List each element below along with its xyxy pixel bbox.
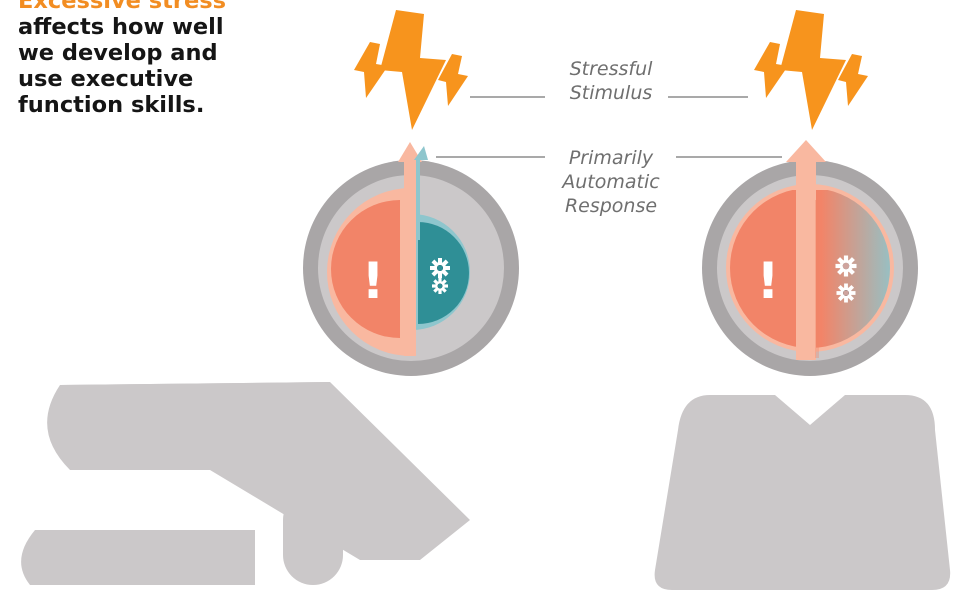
left-executive-arrow xyxy=(416,160,420,240)
response-label-line: Response xyxy=(541,194,681,218)
stimulus-label-line: Stimulus xyxy=(541,81,681,105)
right-head xyxy=(702,140,918,376)
standing-figure xyxy=(655,395,951,590)
response-label: Primarily Automatic Response xyxy=(541,146,681,218)
stimulus-label-line: Stressful xyxy=(541,57,681,81)
crouching-figure xyxy=(21,382,470,585)
left-alarm-arrow xyxy=(404,160,416,356)
left-lightning-icon xyxy=(354,10,468,130)
right-alarm-symbol: ! xyxy=(757,252,780,310)
response-label-line: Primarily xyxy=(541,146,681,170)
right-response-arrow xyxy=(796,160,816,360)
left-alarm-symbol: ! xyxy=(362,252,385,310)
left-head xyxy=(303,142,519,376)
response-label-line: Automatic xyxy=(541,170,681,194)
stimulus-label: Stressful Stimulus xyxy=(541,57,681,105)
right-lightning-icon xyxy=(754,10,868,130)
